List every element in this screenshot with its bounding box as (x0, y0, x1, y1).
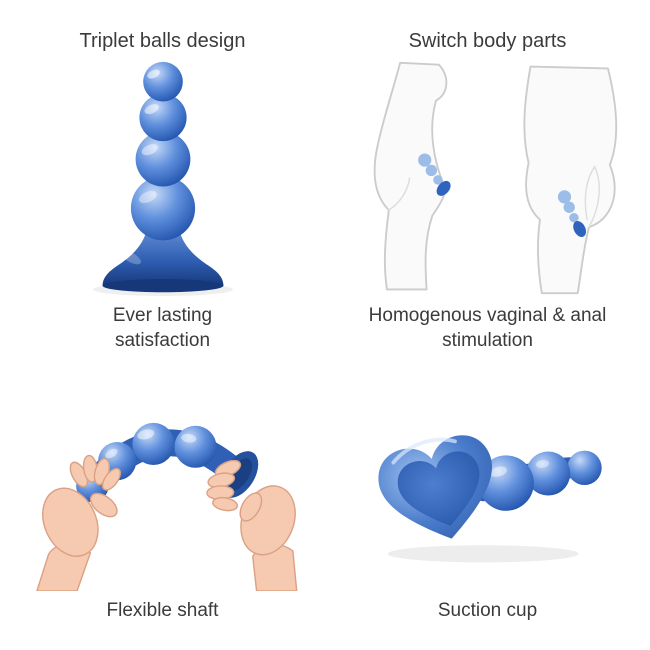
hands-bending-plug-svg (35, 423, 297, 592)
feature-panel-triplet-balls: Triplet balls design (0, 0, 325, 372)
right-hand (205, 460, 297, 592)
beaded-plug-upright-illustration (0, 53, 325, 303)
thumb (238, 492, 262, 522)
buttock-contour-right (587, 165, 600, 228)
highlight (489, 466, 507, 477)
bead-1 (130, 175, 195, 241)
floor-shadow (387, 545, 579, 563)
highlight (120, 250, 141, 265)
feature-panel-suction-cup: Suction cup (325, 372, 650, 650)
highlight (180, 433, 196, 443)
finger (211, 497, 238, 512)
feature-panel-flexible-shaft: Flexible shaft (0, 372, 325, 650)
bead-2 (135, 131, 190, 187)
buttock-lobe-right (584, 165, 595, 221)
feature-title-triplet-balls: Triplet balls design (79, 30, 246, 52)
suction-cup-illustration (325, 372, 650, 598)
highlight (138, 190, 157, 203)
feature-caption-suction-cup: Suction cup (437, 600, 538, 622)
bead (131, 423, 174, 466)
bead-small (566, 450, 602, 486)
heart-cup-inner (397, 451, 479, 526)
bead-large (477, 455, 534, 511)
highlight (144, 103, 159, 114)
highlight (136, 429, 154, 440)
suction-base-rim (102, 278, 223, 293)
beaded-plug-upright-svg (92, 61, 233, 296)
inserted-plug-left (417, 153, 451, 196)
body-parts-illustration (325, 53, 650, 303)
hands-bending-plug-illustration (0, 372, 325, 598)
body-figure-right (522, 65, 617, 295)
inserted-plug-right (557, 190, 586, 237)
heart-suction-base (378, 435, 492, 539)
rim-highlight (390, 437, 457, 465)
bead-medium (525, 451, 570, 496)
bead (173, 425, 216, 468)
suction-base (102, 232, 223, 286)
suction-cup-svg (378, 435, 602, 563)
feature-panel-switch-body-parts: Switch body parts (325, 0, 650, 372)
feature-caption-triplet-balls: Ever lasting satisfaction (112, 304, 213, 352)
left-hand (35, 454, 121, 592)
hip-contour-left (387, 177, 410, 211)
finger (101, 468, 121, 491)
highlight (146, 69, 160, 79)
highlight (104, 448, 118, 459)
thumb (89, 492, 118, 518)
feature-caption-flexible-shaft: Flexible shaft (106, 600, 219, 622)
bead-4 (142, 61, 183, 102)
body-parts-svg (373, 61, 617, 295)
body-figure-left (373, 61, 447, 291)
left-palm (41, 487, 99, 558)
highlight (141, 143, 158, 156)
feature-caption-switch-body-parts: Homogenous vaginal & anal stimulation (368, 304, 607, 352)
highlight (535, 460, 549, 469)
feature-title-switch-body-parts: Switch body parts (408, 30, 567, 52)
